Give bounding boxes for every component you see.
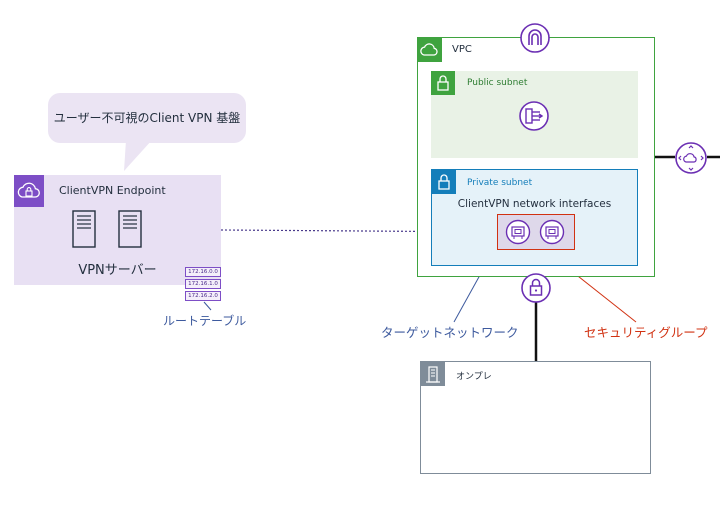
onprem-title: オンプレ (456, 372, 492, 382)
endpoint-title: ClientVPN Endpoint (59, 184, 166, 197)
cloud-lock-icon (14, 175, 44, 207)
callout-tail (124, 140, 152, 171)
public-subnet-title: Public subnet (467, 78, 528, 88)
route-table-label: ルートテーブル (163, 314, 247, 328)
vpc-title: VPC (452, 44, 472, 55)
private-subnet-title: Private subnet (467, 178, 533, 188)
server-icon (72, 210, 96, 248)
eni-icon[interactable] (505, 219, 531, 245)
vpn-lock-icon[interactable] (520, 272, 552, 304)
route-table-pointer (203, 301, 212, 311)
onprem-box (420, 361, 651, 474)
callout-bubble (48, 93, 246, 143)
security-group-label: セキュリティグループ (584, 325, 708, 340)
building-icon (421, 362, 445, 386)
router-icon[interactable] (674, 141, 708, 175)
gateway-icon[interactable] (519, 22, 551, 54)
route-table-row: 172.16.0.0 (185, 267, 221, 277)
callout-text: ユーザー不可視のClient VPN 基盤 (53, 111, 241, 125)
server-icon (118, 210, 142, 248)
eni-icon[interactable] (539, 219, 565, 245)
route-table-row: 172.16.2.0 (185, 291, 221, 301)
client-vpn-endpoint-box (14, 175, 221, 285)
route-table-icon: 172.16.0.0 172.16.1.0 172.16.2.0 (185, 267, 221, 301)
lock-icon (431, 71, 455, 95)
security-group-box[interactable] (497, 214, 575, 250)
eni-label: ClientVPN network interfaces (457, 198, 612, 210)
target-network-label: ターゲットネットワーク (381, 325, 519, 340)
nat-gateway-icon[interactable] (518, 100, 550, 132)
vpc-cloud-icon (418, 38, 442, 62)
vpn-server-label: VPNサーバー (78, 263, 157, 278)
private-lock-icon (432, 170, 456, 194)
route-table-row: 172.16.1.0 (185, 279, 221, 289)
